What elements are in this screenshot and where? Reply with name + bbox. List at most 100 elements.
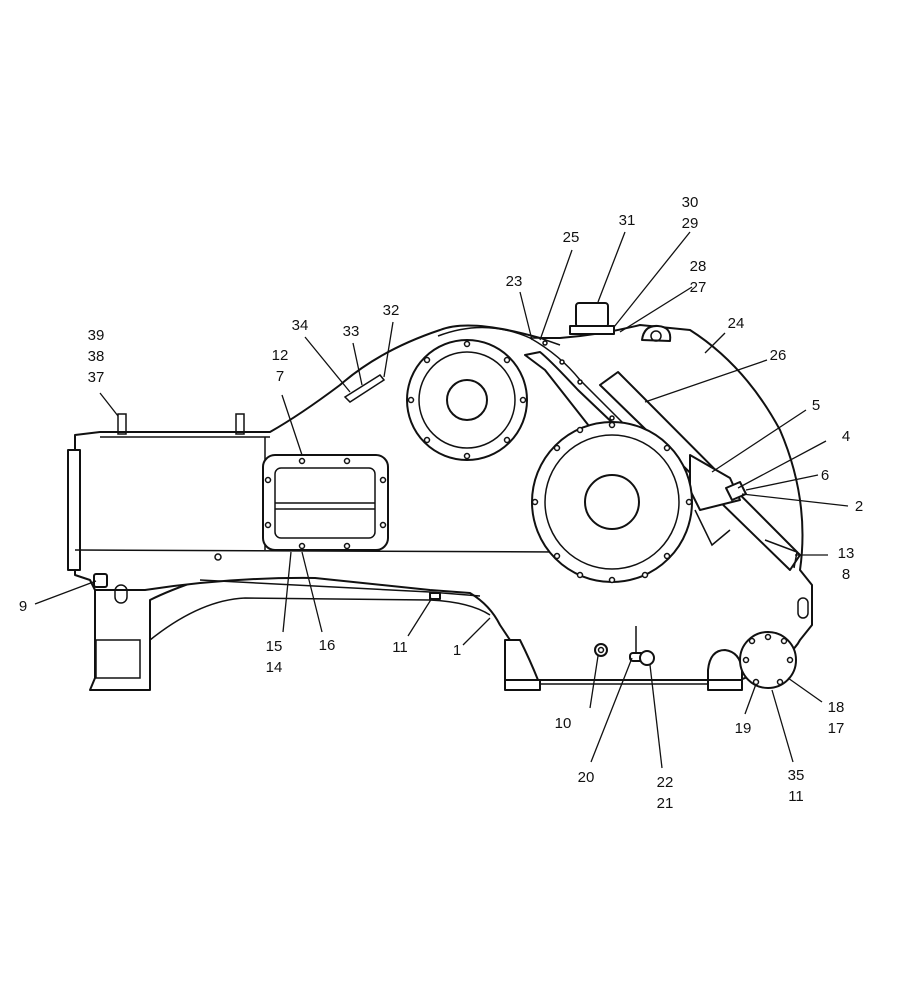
plug-11 <box>429 592 441 600</box>
callout-c10: 10 <box>555 715 572 732</box>
drain-plug-center <box>597 646 605 654</box>
lifting-eye <box>641 324 672 342</box>
lug-left <box>117 413 127 435</box>
cover-bolt <box>343 457 351 465</box>
callout-number: 7 <box>276 368 284 385</box>
cover-bolt <box>298 542 306 550</box>
callout-number: 24 <box>728 315 745 332</box>
callout-number: 8 <box>842 566 850 583</box>
callout-c31: 31 <box>619 212 636 229</box>
underside-contour <box>149 597 491 641</box>
main-bolt <box>553 444 561 452</box>
callout-c6: 6 <box>821 467 829 484</box>
inspection-cover <box>262 454 389 551</box>
end-cover-bolt <box>780 637 788 645</box>
end-flange-lip <box>764 539 798 569</box>
callout-number: 37 <box>88 369 105 386</box>
callout-number: 31 <box>619 212 636 229</box>
callout-number: 11 <box>392 639 408 656</box>
callout-number: 35 <box>788 767 805 784</box>
top-bolt <box>542 340 548 346</box>
middle-foot <box>504 679 541 691</box>
top-cover-edge-2 <box>530 337 561 346</box>
callout-number: 13 <box>838 545 855 562</box>
callout-number: 15 <box>266 638 283 655</box>
callout-c32: 32 <box>383 302 400 319</box>
main-bolt <box>663 552 671 560</box>
callout-number: 20 <box>578 769 595 786</box>
callout-number: 6 <box>821 467 829 484</box>
top-bolt <box>559 359 565 365</box>
right-foot <box>707 679 743 691</box>
callout-c19: 19 <box>735 720 752 737</box>
callout-number: 26 <box>770 347 787 364</box>
callout-c33: 33 <box>343 323 360 340</box>
callout-c4: 4 <box>842 428 850 445</box>
flange-bolt <box>407 396 415 404</box>
callout-c23: 23 <box>506 273 523 290</box>
callout-c9: 9 <box>19 598 27 615</box>
callout-c20: 20 <box>578 769 595 786</box>
callout-number: 23 <box>506 273 523 290</box>
top-gasket-strip <box>343 374 386 403</box>
callout-c25: 25 <box>563 229 580 246</box>
callout-number: 1 <box>453 642 461 659</box>
main-bearing-cover <box>531 421 693 584</box>
callout-number: 9 <box>19 598 27 615</box>
flange-bolt <box>503 356 511 364</box>
top-cover <box>437 302 703 473</box>
callout-number: 39 <box>88 327 105 344</box>
top-bolt <box>609 415 615 421</box>
cover-bolt <box>264 476 272 484</box>
callout-number: 22 <box>657 774 674 791</box>
lifting-eye-hole <box>650 330 662 342</box>
callout-number: 29 <box>682 215 699 232</box>
callout-number: 30 <box>682 194 699 211</box>
flange-bolt <box>423 356 431 364</box>
callout-c39-38-37: 39 38 37 <box>88 327 105 386</box>
housing-outline <box>74 324 813 681</box>
main-bolt <box>531 498 539 506</box>
top-bolt <box>577 379 583 385</box>
callout-number: 18 <box>828 699 845 716</box>
callout-number: 2 <box>855 498 863 515</box>
upper-flange-inner <box>418 351 516 449</box>
right-lower-details <box>93 374 809 691</box>
main-bolt <box>685 498 693 506</box>
callout-number: 27 <box>690 279 707 296</box>
leader-lines <box>34 231 849 769</box>
end-cover-bolt <box>776 678 784 686</box>
callout-number: 19 <box>735 720 752 737</box>
main-bolt <box>608 576 616 584</box>
main-bolt <box>608 421 616 429</box>
callout-c16: 16 <box>319 637 336 654</box>
main-bolt <box>663 444 671 452</box>
callout-number: 21 <box>657 795 674 812</box>
cover-bolt <box>264 521 272 529</box>
cover-bolt <box>379 521 387 529</box>
callout-number: 12 <box>272 347 289 364</box>
callout-number: 11 <box>788 788 804 805</box>
flange-bolt <box>503 436 511 444</box>
pinion-bearing-cover <box>406 339 528 461</box>
callout-number: 38 <box>88 348 105 365</box>
callout-c26: 26 <box>770 347 787 364</box>
cover-bolt <box>298 457 306 465</box>
upper-shaft-bore <box>446 379 488 421</box>
flange-bolt <box>463 452 471 460</box>
fitting-9 <box>93 573 108 588</box>
end-cover-bolt <box>752 678 760 686</box>
drain-plug <box>594 643 608 657</box>
left-foot-pocket <box>95 639 141 679</box>
callout-number: 4 <box>842 428 850 445</box>
body-bolt <box>214 553 222 561</box>
